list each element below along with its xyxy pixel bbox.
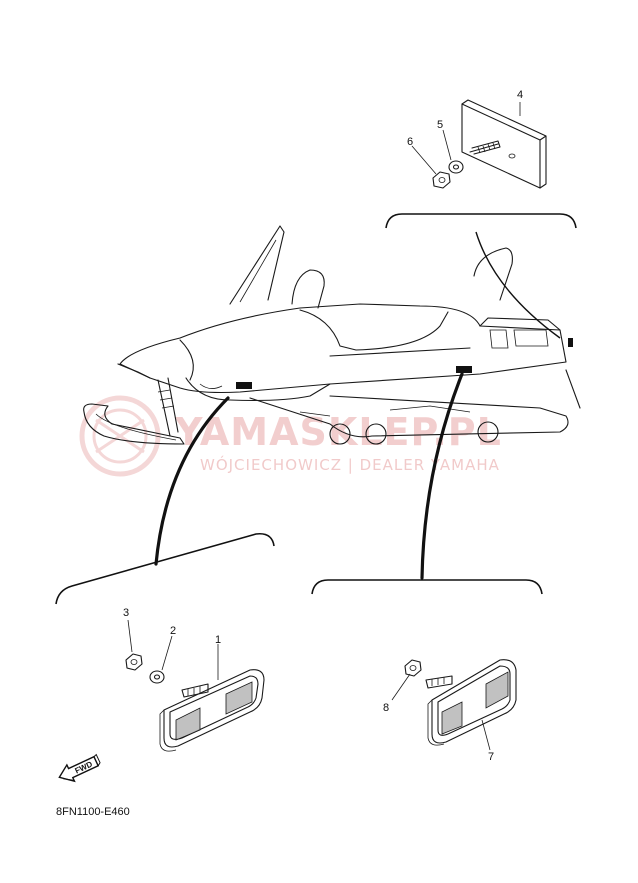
callout-7: 7 bbox=[488, 751, 494, 763]
label-mark-tail bbox=[568, 338, 573, 347]
callout-1: 1 bbox=[215, 634, 221, 646]
washer-part bbox=[448, 160, 464, 174]
snowmobile-drawing bbox=[83, 225, 581, 445]
reflector-part-front bbox=[159, 669, 265, 752]
washer-part-front bbox=[149, 670, 165, 684]
nut-part bbox=[432, 171, 451, 189]
stud-bolt-part-rear bbox=[425, 675, 453, 689]
detail-front: 1 2 3 bbox=[55, 532, 275, 752]
nut-part-rear bbox=[404, 659, 422, 677]
label-mark-front bbox=[236, 382, 252, 389]
callout-8: 8 bbox=[383, 702, 389, 714]
callout-6: 6 bbox=[407, 136, 413, 148]
watermark-logo-icon bbox=[79, 395, 161, 477]
stud-bolt-part-front bbox=[181, 683, 209, 698]
fwd-arrow-icon: FWD bbox=[58, 753, 101, 783]
detail-front-bracket bbox=[55, 532, 275, 605]
detail-rear-bracket bbox=[311, 579, 543, 595]
watermark: YAMASKLEP.PL WÓJCIECHOWICZ | DEALER YAMA… bbox=[79, 395, 502, 477]
label-mark-rear bbox=[456, 366, 472, 373]
leader-front bbox=[154, 396, 230, 566]
watermark-brand: YAMASKLEP.PL bbox=[174, 410, 502, 454]
leader-top bbox=[475, 231, 561, 339]
detail-rear: 8 7 bbox=[311, 579, 543, 763]
detail-top: 4 5 6 bbox=[385, 89, 577, 229]
stud-bolt-part bbox=[469, 140, 501, 155]
nut-part-front bbox=[125, 653, 143, 671]
diagram-code: 8FN1100-E460 bbox=[56, 806, 130, 818]
plate-part bbox=[461, 99, 547, 189]
watermark-dealer: WÓJCIECHOWICZ | DEALER YAMAHA bbox=[200, 455, 500, 474]
callout-3: 3 bbox=[123, 607, 129, 619]
callout-2: 2 bbox=[170, 625, 176, 637]
reflector-part-rear bbox=[427, 659, 517, 746]
leader-rear bbox=[420, 372, 464, 580]
callout-5: 5 bbox=[437, 119, 443, 131]
detail-top-bracket bbox=[385, 213, 577, 229]
callout-4: 4 bbox=[517, 89, 523, 101]
